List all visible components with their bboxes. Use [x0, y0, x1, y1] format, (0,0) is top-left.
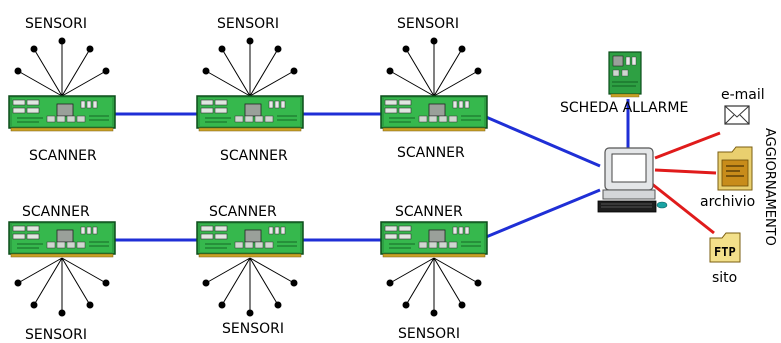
computer-icon [597, 147, 668, 213]
folder-archive-icon [717, 146, 753, 191]
link-top-to-computer [485, 115, 601, 168]
label-scanner-bottom-1: SCANNER [22, 204, 90, 220]
scanner-board-icon [8, 95, 116, 132]
label-scanner-top-1: SCANNER [29, 148, 97, 164]
label-sensori-top-2: SENSORI [217, 16, 279, 32]
sensor-cluster-bottom-2 [202, 257, 298, 317]
label-sensori-bottom-3: SENSORI [398, 326, 460, 342]
label-sensori-bottom-2: SENSORI [222, 321, 284, 337]
scanner-board-icon [380, 95, 488, 132]
scanner-board-icon [380, 221, 488, 258]
label-archivio: archivio [700, 194, 755, 210]
sensor-cluster-top-3 [386, 37, 482, 97]
scanner-board-icon [196, 221, 304, 258]
scanner-board-icon [196, 95, 304, 132]
link-computer-ftp [651, 182, 715, 235]
label-scheda-allarme: SCHEDA ALLARME [560, 100, 688, 116]
label-email: e-mail [721, 87, 765, 103]
label-aggiornamento: AGGIORNAMENTO [762, 128, 777, 246]
envelope-icon [724, 105, 750, 125]
label-scanner-top-2: SCANNER [220, 148, 288, 164]
label-sensori-bottom-1: SENSORI [25, 327, 87, 343]
label-sensori-top-3: SENSORI [397, 16, 459, 32]
sensor-cluster-top-2 [202, 37, 298, 97]
update-links [651, 131, 721, 235]
label-scanner-bottom-3: SCANNER [395, 204, 463, 220]
label-sensori-top-1: SENSORI [25, 16, 87, 32]
link-bottom-to-computer [485, 188, 601, 239]
label-scanner-top-3: SCANNER [397, 145, 465, 161]
sensor-cluster-top-1 [14, 37, 110, 97]
link-computer-email [654, 131, 721, 160]
sensor-cluster-bottom-3 [386, 257, 482, 317]
alarm-board-icon [608, 51, 642, 98]
network-links [114, 99, 630, 242]
scanner-board-icon [8, 221, 116, 258]
link-computer-archivio [654, 168, 717, 175]
label-scanner-bottom-2: SCANNER [209, 204, 277, 220]
ftp-folder-icon [709, 232, 741, 263]
ftp-badge-label: FTP [714, 245, 736, 259]
sensor-cluster-bottom-1 [14, 257, 110, 317]
label-sito: sito [712, 270, 737, 286]
